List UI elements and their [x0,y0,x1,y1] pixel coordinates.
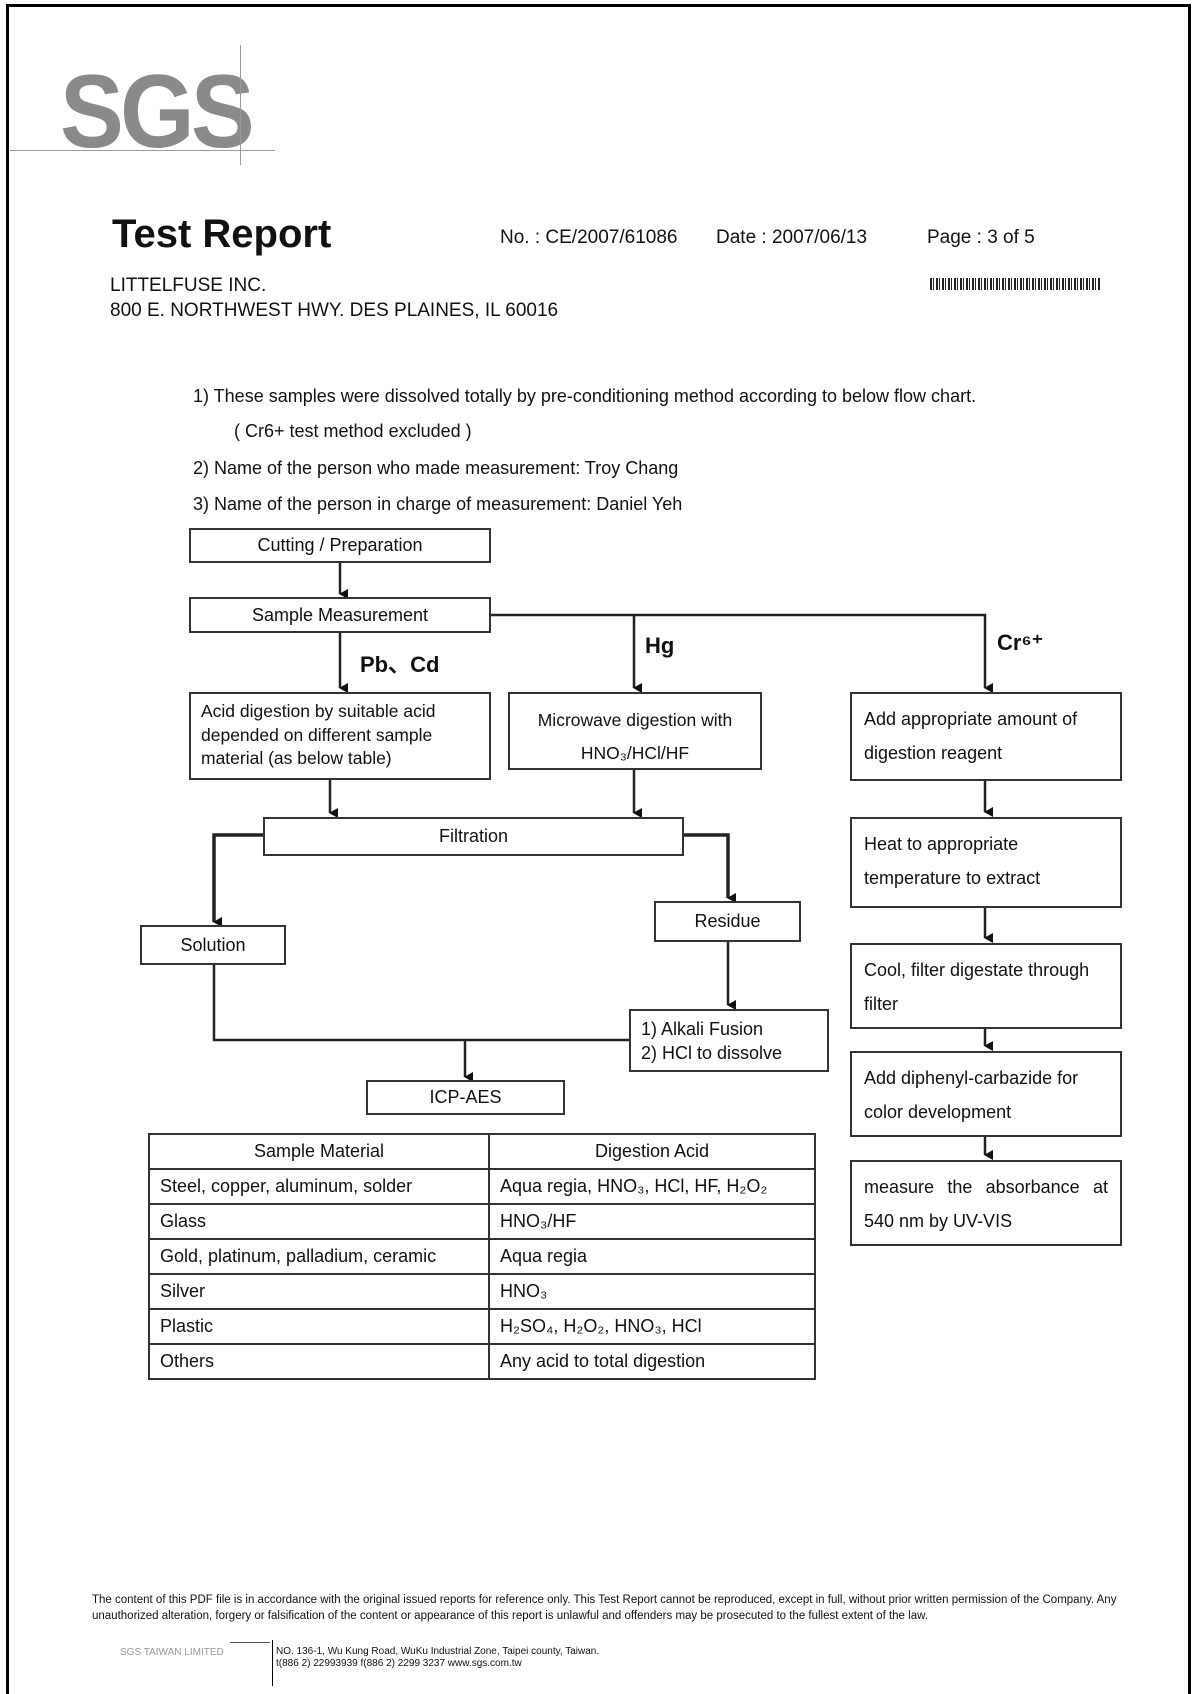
logo-rule-vertical [240,45,241,165]
footer-address-line-1: NO. 136-1, Wu Kung Road, WuKu Industrial… [276,1646,600,1657]
cell-sample-material: Glass [148,1203,490,1240]
table-row: Steel, copper, aluminum, solder Aqua reg… [148,1168,816,1205]
company-address: 800 E. NORTHWEST HWY. DES PLAINES, IL 60… [110,300,559,321]
barcode-icon [930,278,1100,290]
microwave-text: Microwave digestion with [537,710,733,730]
cr-step-diphenyl-carbazide: Add diphenyl-carbazide for color develop… [850,1051,1122,1137]
report-number: No. : CE/2007/61086 [500,227,678,248]
footer-address-line-2: t(886 2) 22993939 f(886 2) 2299 3237 www… [276,1658,522,1669]
page-frame [6,4,1191,1694]
step-sample-measurement: Sample Measurement [189,597,491,633]
table-row: Glass HNO₃/HF [148,1203,816,1240]
cell-digestion-acid: Aqua regia, HNO₃, HCl, HF, H₂O₂ [488,1168,816,1205]
step-acid-digestion: Acid digestion by suitable acid depended… [189,692,491,780]
step-alkali-fusion: 1) Alkali Fusion 2) HCl to dissolve [629,1009,829,1072]
cell-digestion-acid: HNO₃/HF [488,1203,816,1240]
alkali-step-2: 2) HCl to dissolve [641,1043,783,1064]
footer-disclaimer: The content of this PDF file is in accor… [92,1594,1117,1622]
step-filtration: Filtration [263,817,684,856]
cell-digestion-acid: Aqua regia [488,1238,816,1275]
footer-rule [230,1642,270,1643]
digestion-acid-table: Sample Material Digestion Acid Steel, co… [148,1133,816,1380]
table-row: Gold, platinum, palladium, ceramic Aqua … [148,1238,816,1275]
report-date: Date : 2007/06/13 [716,227,868,248]
cell-digestion-acid: HNO₃ [488,1273,816,1310]
cr-step-heat: Heat to appropriate temperature to extra… [850,817,1122,908]
note-2: 2) Name of the person who made measureme… [193,458,679,478]
microwave-acids: HNO₃/HCl/HF [580,743,690,764]
table-header-row: Sample Material Digestion Acid [148,1133,816,1170]
cr-step-add-reagent: Add appropriate amount of digestion reag… [850,692,1122,781]
logo-rule-horizontal [10,150,275,151]
table-row: Silver HNO₃ [148,1273,816,1310]
cr-step-measure-absorbance: measure the absorbance at 540 nm by UV-V… [850,1160,1122,1246]
cell-digestion-acid: H₂SO₄, H₂O₂, HNO₃, HCl [488,1308,816,1345]
cell-sample-material: Others [148,1343,490,1380]
note-1-sub: ( Cr6+ test method excluded ) [234,421,472,441]
cell-sample-material: Silver [148,1273,490,1310]
step-residue: Residue [654,901,801,942]
column-header-digestion-acid: Digestion Acid [488,1133,816,1170]
step-solution: Solution [140,925,286,965]
label-hg: Hg [645,633,675,658]
cell-digestion-acid: Any acid to total digestion [488,1343,816,1380]
note-3: 3) Name of the person in charge of measu… [193,494,683,514]
label-pb-cd: Pb、Cd [360,652,440,677]
cell-sample-material: Gold, platinum, palladium, ceramic [148,1238,490,1275]
step-icp-aes: ICP-AES [366,1080,565,1115]
cell-sample-material: Steel, copper, aluminum, solder [148,1168,490,1205]
sgs-logo: SGS [60,54,255,170]
cr-step-cool-filter: Cool, filter digestate through filter [850,943,1122,1029]
step-cutting-preparation: Cutting / Preparation [189,528,491,563]
report-title: Test Report [112,212,332,256]
page-indicator: Page : 3 of 5 [927,227,1035,248]
footer-entity: SGS TAIWAN LIMITED [120,1647,224,1658]
cell-sample-material: Plastic [148,1308,490,1345]
alkali-step-1: 1) Alkali Fusion [641,1019,764,1039]
column-header-sample-material: Sample Material [148,1133,490,1170]
step-microwave-digestion: Microwave digestion with HNO₃/HCl/HF [508,692,762,770]
company-name: LITTELFUSE INC. [110,275,267,296]
footer-address: NO. 136-1, Wu Kung Road, WuKu Industrial… [276,1646,599,1670]
table-row: Plastic H₂SO₄, H₂O₂, HNO₃, HCl [148,1308,816,1345]
footer-divider [272,1640,273,1686]
label-cr6: Cr⁶⁺ [997,630,1044,655]
table-row: Others Any acid to total digestion [148,1343,816,1380]
note-1: 1) These samples were dissolved totally … [193,386,977,406]
